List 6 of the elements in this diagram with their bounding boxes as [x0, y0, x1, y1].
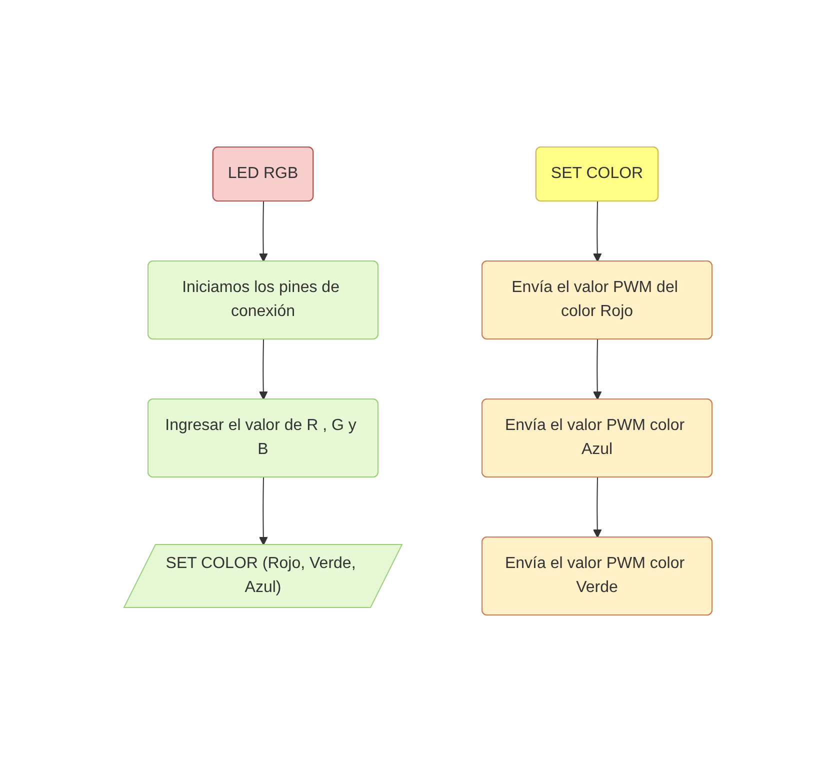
arrow [258, 201, 268, 262]
arrow [592, 477, 602, 538]
arrow [258, 339, 268, 400]
arrow [259, 477, 268, 546]
arrow [592, 339, 602, 400]
arrow [592, 201, 602, 262]
